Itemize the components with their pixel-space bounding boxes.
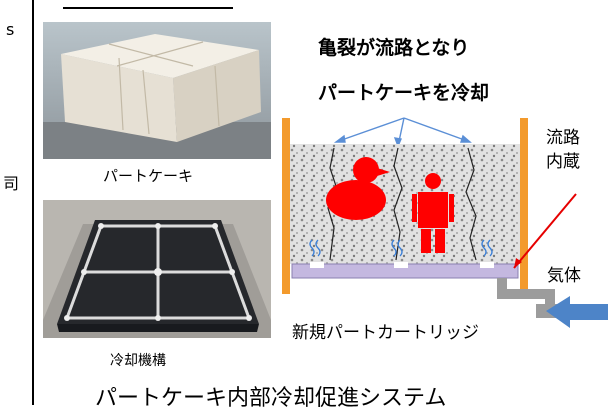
diagram-heading-line2: パートケーキを冷却: [318, 82, 490, 104]
part-cake-caption: パートケーキ: [103, 167, 194, 185]
container-right-wall: [520, 118, 528, 294]
margin-char-top: s: [6, 20, 15, 39]
channel-label: 流路 内蔵: [546, 128, 580, 172]
top-border-line: [63, 7, 233, 9]
cooling-mechanism-photo: [43, 200, 271, 338]
cartridge-label: 新規パートカートリッジ: [292, 323, 479, 343]
part-cake-body: [290, 144, 520, 264]
part-cake-photo: [43, 22, 271, 159]
margin-char-bottom: 司: [3, 174, 20, 193]
cooling-schematic: [282, 117, 608, 328]
duck-figure: [326, 157, 390, 220]
figure-caption: パートケーキ内部冷却促進システム: [95, 386, 447, 411]
cooling-mechanism-caption: 冷却機構: [110, 353, 166, 369]
left-border-line: [32, 0, 34, 405]
gas-label: 気体: [547, 266, 581, 286]
channel-pointer: [513, 193, 577, 269]
crack-flow-arrows: [333, 117, 472, 148]
diagram-heading-line1: 亀裂が流路となり: [318, 37, 470, 59]
container-left-wall: [282, 118, 290, 294]
gas-squiggles: [309, 239, 493, 257]
gas-pipe: [497, 278, 555, 308]
gas-inlet-arrow: [546, 296, 608, 328]
robot-figure: [412, 173, 454, 253]
